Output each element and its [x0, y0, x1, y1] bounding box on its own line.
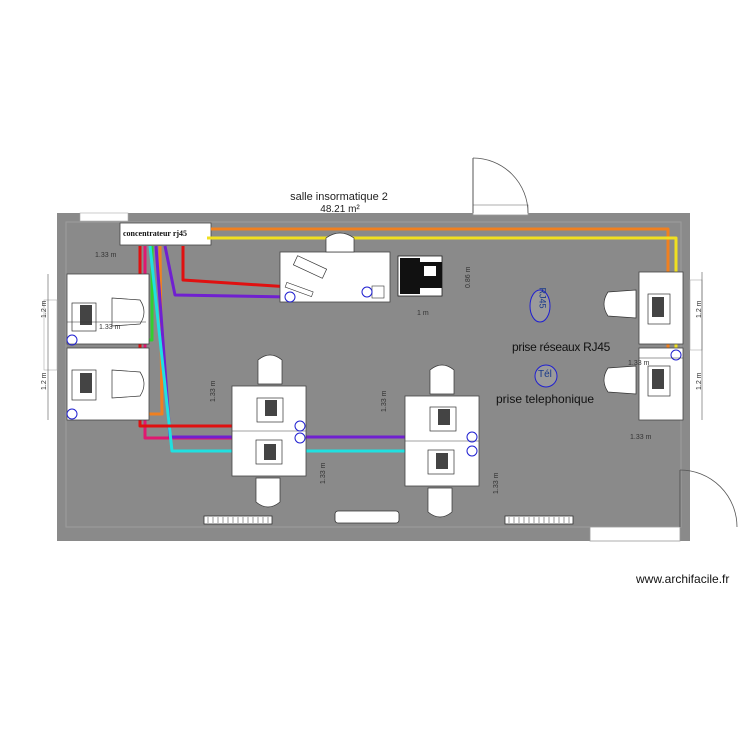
- tel-legend-label: prise telephonique: [496, 392, 595, 406]
- dim-desk1-v: 1.33 m: [210, 380, 217, 402]
- concentrator-rj45[interactable]: [119, 222, 212, 246]
- cable-purple-table: [163, 245, 291, 299]
- room-name: salle insormatique 2: [290, 191, 388, 203]
- door-top: [472, 157, 529, 216]
- desk-cluster-1: [231, 354, 307, 508]
- tel-badge-text: Tél: [538, 369, 552, 380]
- dim-left-height-1: 1.2 m: [41, 300, 48, 318]
- room-area: 48.21 m²: [320, 204, 360, 215]
- tel-legend-symbol: [534, 364, 558, 388]
- dim-table-h: 1 m: [417, 310, 429, 317]
- rj45-badge-text: RJ45: [537, 287, 548, 309]
- dim-right-height-1: 1.2 m: [696, 300, 703, 318]
- rj45-legend-symbol: [529, 289, 551, 323]
- dim-left-inner: 1.33 m: [99, 324, 121, 331]
- desk-cluster-2: [404, 364, 480, 518]
- dim-right-height-2: 1.2 m: [696, 372, 703, 390]
- dimension-lines: [47, 272, 703, 420]
- dim-left-top: 1.33 m: [95, 252, 117, 259]
- workstation-right-1: [603, 271, 684, 345]
- rj45-sockets: [66, 286, 682, 457]
- workstation-left-2: [66, 347, 150, 421]
- radiator-fins: [207, 517, 570, 523]
- dim-desk2-v2: 1.33 m: [493, 472, 500, 494]
- dim-desk1-v2: 1.33 m: [320, 462, 327, 484]
- dim-right-inner: 1.33 m: [628, 360, 650, 367]
- dim-right-bottom: 1.33 m: [630, 434, 652, 441]
- watermark: www.archifacile.fr: [636, 572, 730, 586]
- dim-desk2-v: 1.33 m: [381, 390, 388, 412]
- dim-left-height-2: 1.2 m: [41, 372, 48, 390]
- cable-cyan-desk: [148, 245, 472, 453]
- workstation-left-1: [66, 273, 150, 345]
- door-bottom: [589, 469, 738, 542]
- rj45-legend-label: prise réseaux RJ45: [512, 340, 610, 354]
- printer: [397, 255, 443, 297]
- windows: [43, 212, 703, 371]
- concentrator-label: concentrateur rj45: [123, 229, 188, 238]
- dim-table-v: 0.86 m: [465, 266, 472, 288]
